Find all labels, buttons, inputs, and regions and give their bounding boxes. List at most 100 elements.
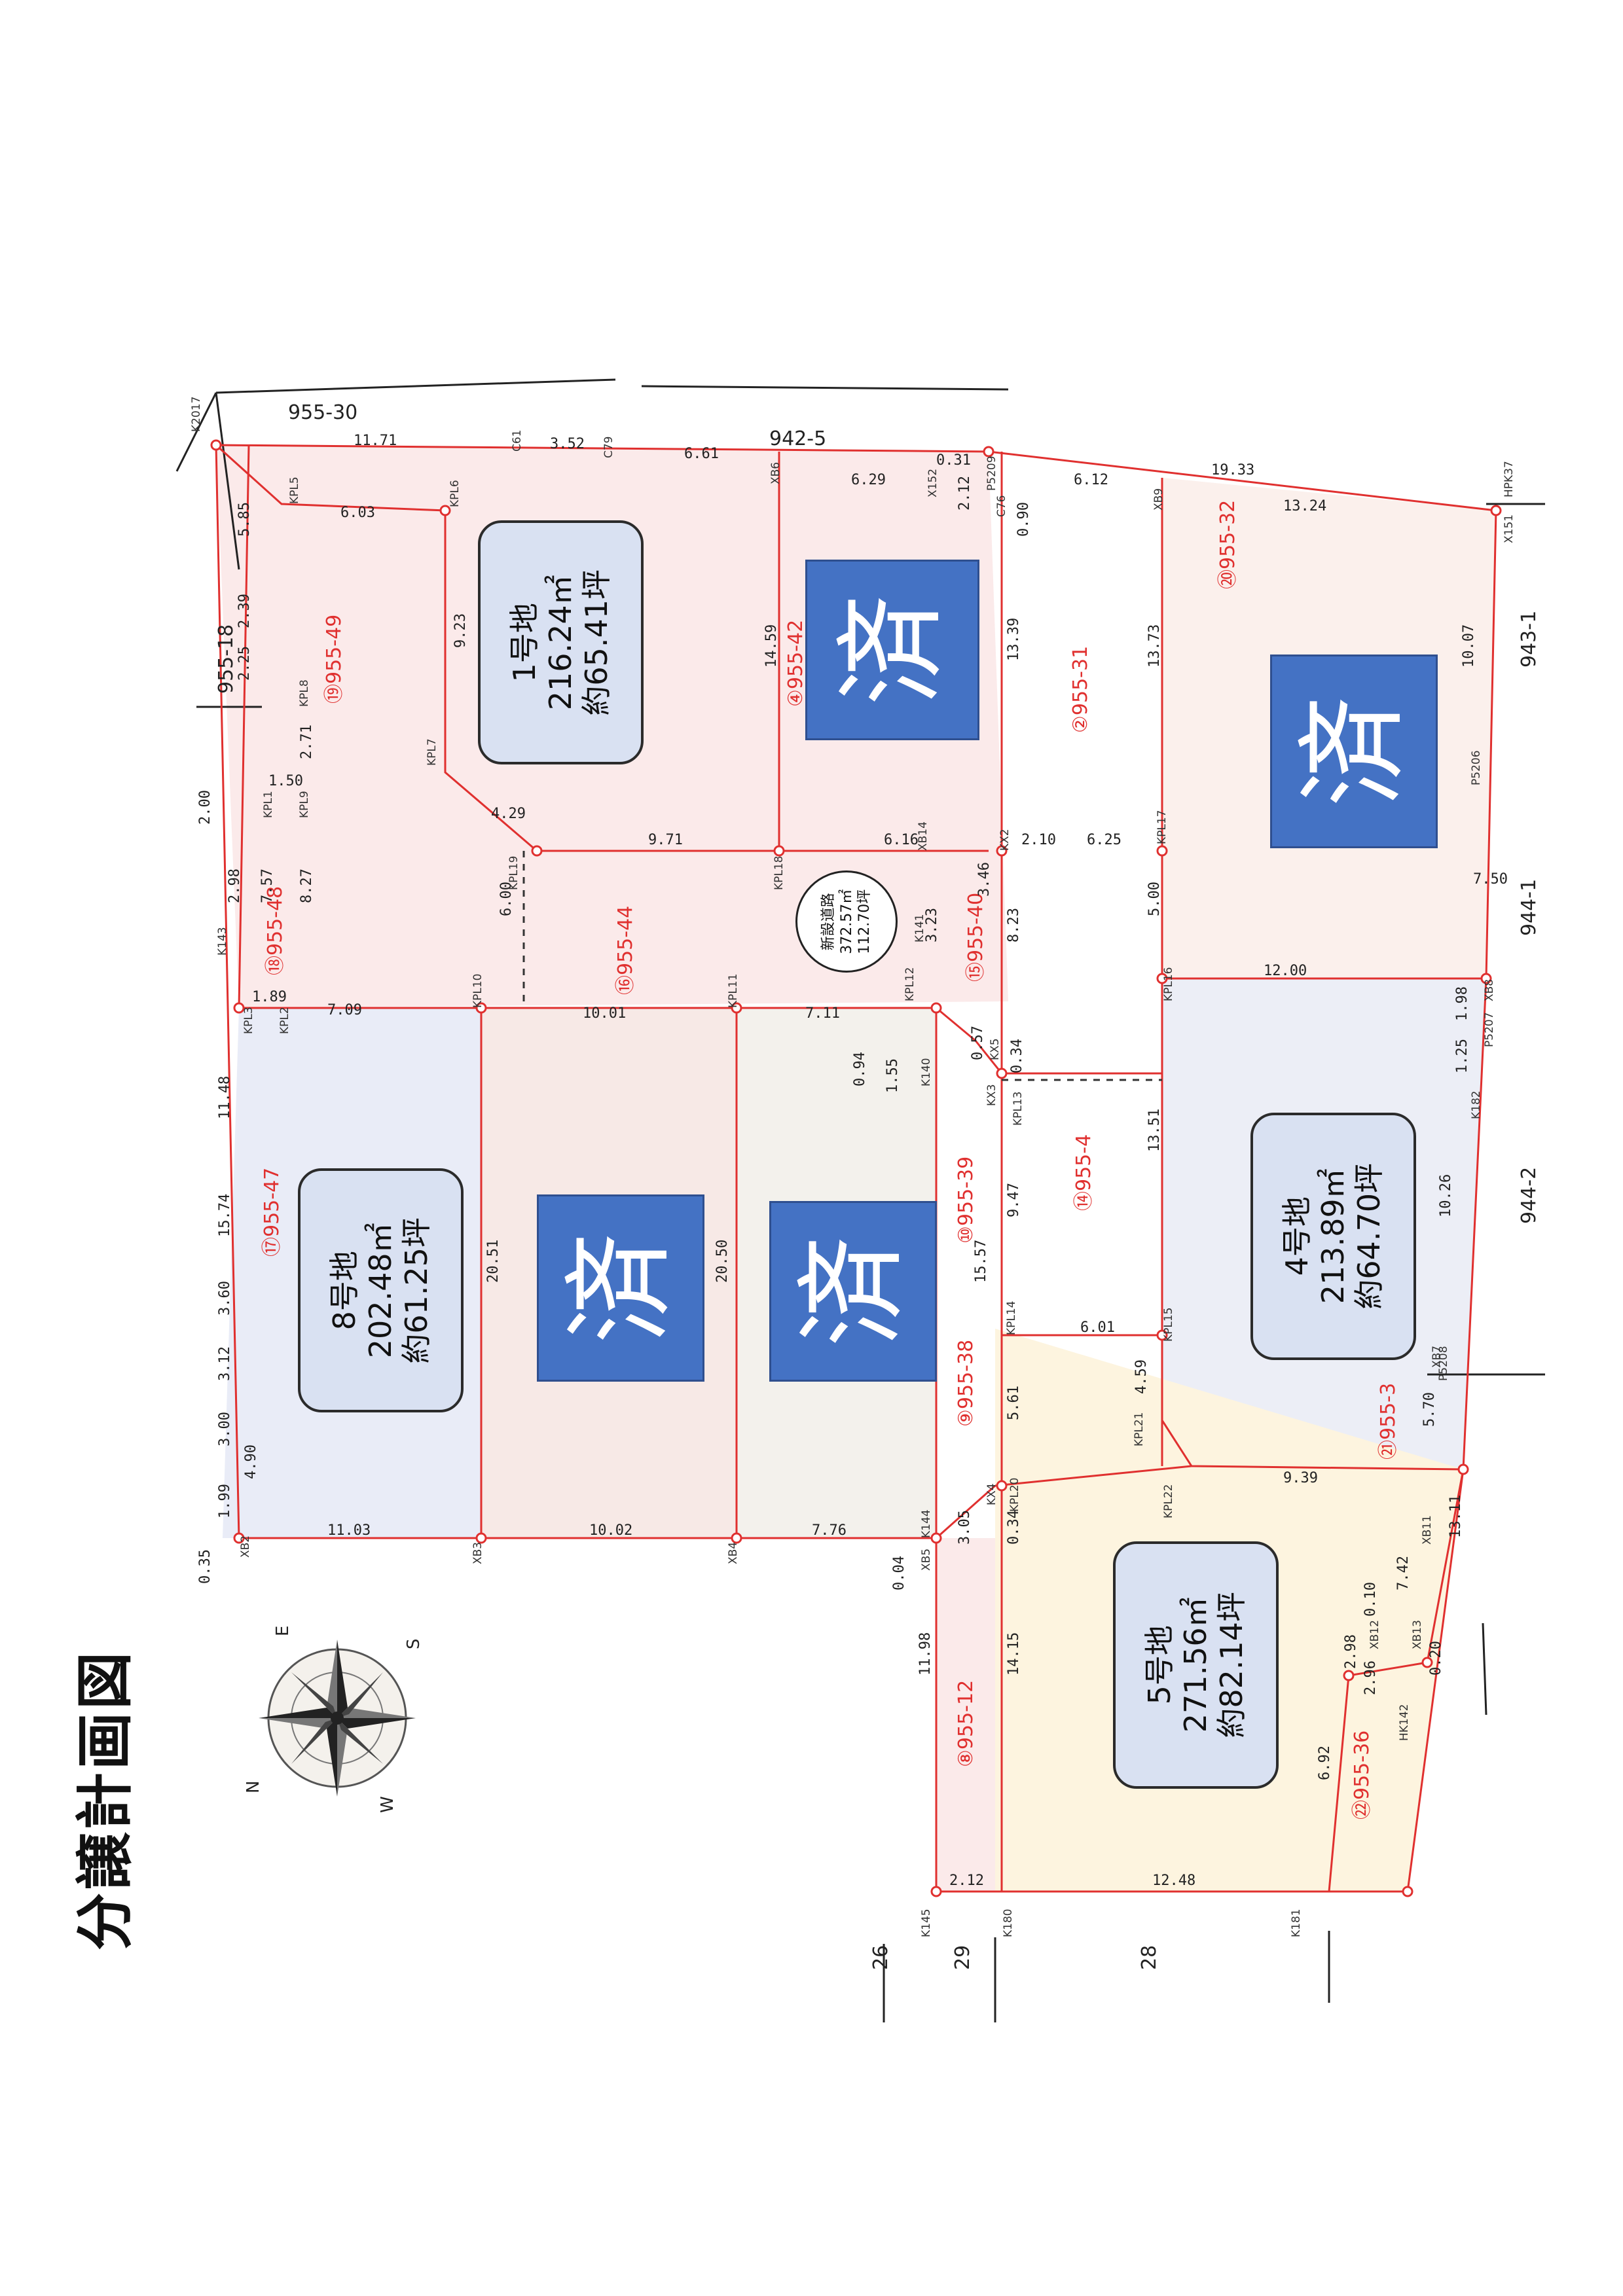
- dimension: 0.57: [970, 1026, 986, 1060]
- dimension: 6.16: [884, 832, 919, 848]
- neighbor-lines: [175, 378, 1545, 2022]
- dimension: 0.35: [197, 1549, 213, 1584]
- point-code: XB5: [920, 1549, 933, 1571]
- lot-card-8[interactable]: 8号地 202.48㎡ 約61.25坪: [298, 1168, 464, 1412]
- point-code: KPL2: [278, 1007, 291, 1034]
- survey-point: [1156, 973, 1168, 984]
- survey-point: [1156, 845, 1168, 857]
- survey-point: [930, 1002, 942, 1014]
- dimension: 6.03: [340, 505, 375, 521]
- road-area: 372.57㎡: [838, 889, 855, 954]
- dimension: 15.57: [973, 1240, 989, 1283]
- point-code: KPL5: [288, 476, 301, 504]
- point-code: KPL19: [507, 855, 520, 890]
- survey-point: [1457, 1463, 1469, 1475]
- dimension: 7.11: [805, 1005, 840, 1022]
- survey-point: [983, 446, 994, 457]
- dimension: 10.02: [589, 1522, 632, 1539]
- dimension: 1.25: [1454, 1039, 1470, 1073]
- dimension: 0.90: [1015, 502, 1032, 537]
- dimension: 12.48: [1152, 1873, 1195, 1889]
- dimension: 6.29: [851, 472, 886, 488]
- dimension: 3.12: [217, 1346, 233, 1381]
- parcel-labels: ⑲955-49 ⑱955-48 ⑯955-44 ⑰955-47 ④955-42 …: [261, 500, 1400, 1820]
- parcel-label: ⑳955-32: [1216, 500, 1239, 589]
- parcel-label: ㉒955-36: [1351, 1731, 1374, 1820]
- survey-point: [1421, 1657, 1433, 1668]
- survey-point: [475, 1002, 487, 1014]
- dimension: 3.05: [957, 1510, 973, 1545]
- point-codes: K2017 KPL5 KPL6 KPL7 KPL8 KPL9 KPL1 KPL1…: [190, 397, 1516, 1937]
- neighbor-label: 955-18: [215, 624, 238, 694]
- dimension: 0.31: [936, 452, 971, 469]
- dimension: 13.11: [1448, 1495, 1464, 1538]
- dimension: 10.26: [1438, 1174, 1454, 1217]
- dimension: 0.04: [891, 1556, 907, 1590]
- compass-s: S: [404, 1638, 424, 1649]
- dimension: 2.25: [236, 646, 253, 681]
- dimension: 3.52: [550, 436, 585, 452]
- dimension: 12.00: [1264, 963, 1307, 979]
- sold-label: 済: [788, 1235, 918, 1348]
- point-code: KPL8: [298, 679, 311, 707]
- point-code: P5208: [1437, 1346, 1450, 1381]
- point-code: XB7: [1431, 1346, 1444, 1368]
- point-code: KPL20: [1008, 1477, 1021, 1512]
- dimension: 11.03: [327, 1522, 371, 1539]
- compass-n: N: [244, 1781, 263, 1793]
- survey-point: [439, 505, 451, 516]
- point-code: KPL17: [1156, 810, 1169, 844]
- point-code: HK142: [1398, 1704, 1411, 1741]
- dimension: 6.01: [1080, 1319, 1115, 1336]
- neighbor-label: 944-1: [1518, 879, 1541, 936]
- dimension: 7.76: [812, 1522, 847, 1539]
- dimension: 20.51: [485, 1240, 501, 1283]
- sold-label: 済: [555, 1232, 685, 1344]
- neighbor-label: 955-30: [288, 401, 357, 424]
- dimension: 3.60: [217, 1281, 233, 1316]
- parcel-label: ⑩955-39: [955, 1157, 977, 1244]
- dimension: 2.12: [957, 476, 973, 511]
- dimension: 11.71: [354, 433, 397, 449]
- parcel-label: ⑱955-48: [264, 886, 287, 975]
- point-code: K180: [1002, 1909, 1015, 1937]
- point-code: KPL3: [242, 1007, 255, 1034]
- point-code: KPL12: [903, 967, 917, 1001]
- point-code: KPL14: [1005, 1300, 1018, 1335]
- point-code: KPL10: [471, 973, 484, 1008]
- lot-name: 5号地: [1141, 1625, 1177, 1705]
- survey-point: [996, 1480, 1008, 1492]
- dimension: 6.00: [498, 882, 515, 916]
- point-code: X152: [926, 469, 939, 497]
- neighbor-label: 944-2: [1518, 1167, 1541, 1224]
- point-code: KPL11: [727, 973, 740, 1008]
- neighbor-label: 26: [869, 1945, 892, 1970]
- survey-point: [1402, 1886, 1413, 1897]
- dimension: 5.85: [236, 502, 253, 537]
- point-code: XB13: [1411, 1620, 1424, 1649]
- lot-name: 8号地: [326, 1250, 362, 1331]
- point-code: XB4: [727, 1542, 740, 1564]
- dimension: 5.61: [1006, 1386, 1022, 1420]
- lot-card-5[interactable]: 5号地 271.56㎡ 約82.14坪: [1113, 1541, 1279, 1789]
- lot-area: 202.48㎡: [362, 1223, 398, 1358]
- dimension: 2.00: [197, 790, 213, 825]
- dimension: 6.92: [1317, 1746, 1333, 1780]
- dimension: 2.12: [949, 1873, 984, 1889]
- point-code: KPL6: [448, 480, 462, 507]
- lot-card-1[interactable]: 1号地 216.24㎡ 約65.41坪: [478, 520, 644, 764]
- lot-card-4[interactable]: 4号地 213.89㎡ 約64.70坪: [1250, 1113, 1416, 1360]
- survey-point: [731, 1002, 742, 1014]
- dimension: 2.98: [1343, 1634, 1359, 1669]
- point-code: KPL21: [1133, 1412, 1146, 1446]
- dimension: 6.12: [1074, 472, 1108, 488]
- point-code: KPL15: [1162, 1307, 1175, 1342]
- point-code: K2017: [190, 397, 203, 432]
- dimension: 8.23: [1006, 908, 1022, 942]
- point-code: KX3: [985, 1084, 998, 1106]
- lot-tsubo: 約64.70坪: [1351, 1163, 1387, 1310]
- point-code: C76: [995, 495, 1008, 517]
- dimension: 9.23: [452, 613, 469, 648]
- road-label: 新設道路: [820, 892, 837, 951]
- survey-point: [1343, 1670, 1355, 1681]
